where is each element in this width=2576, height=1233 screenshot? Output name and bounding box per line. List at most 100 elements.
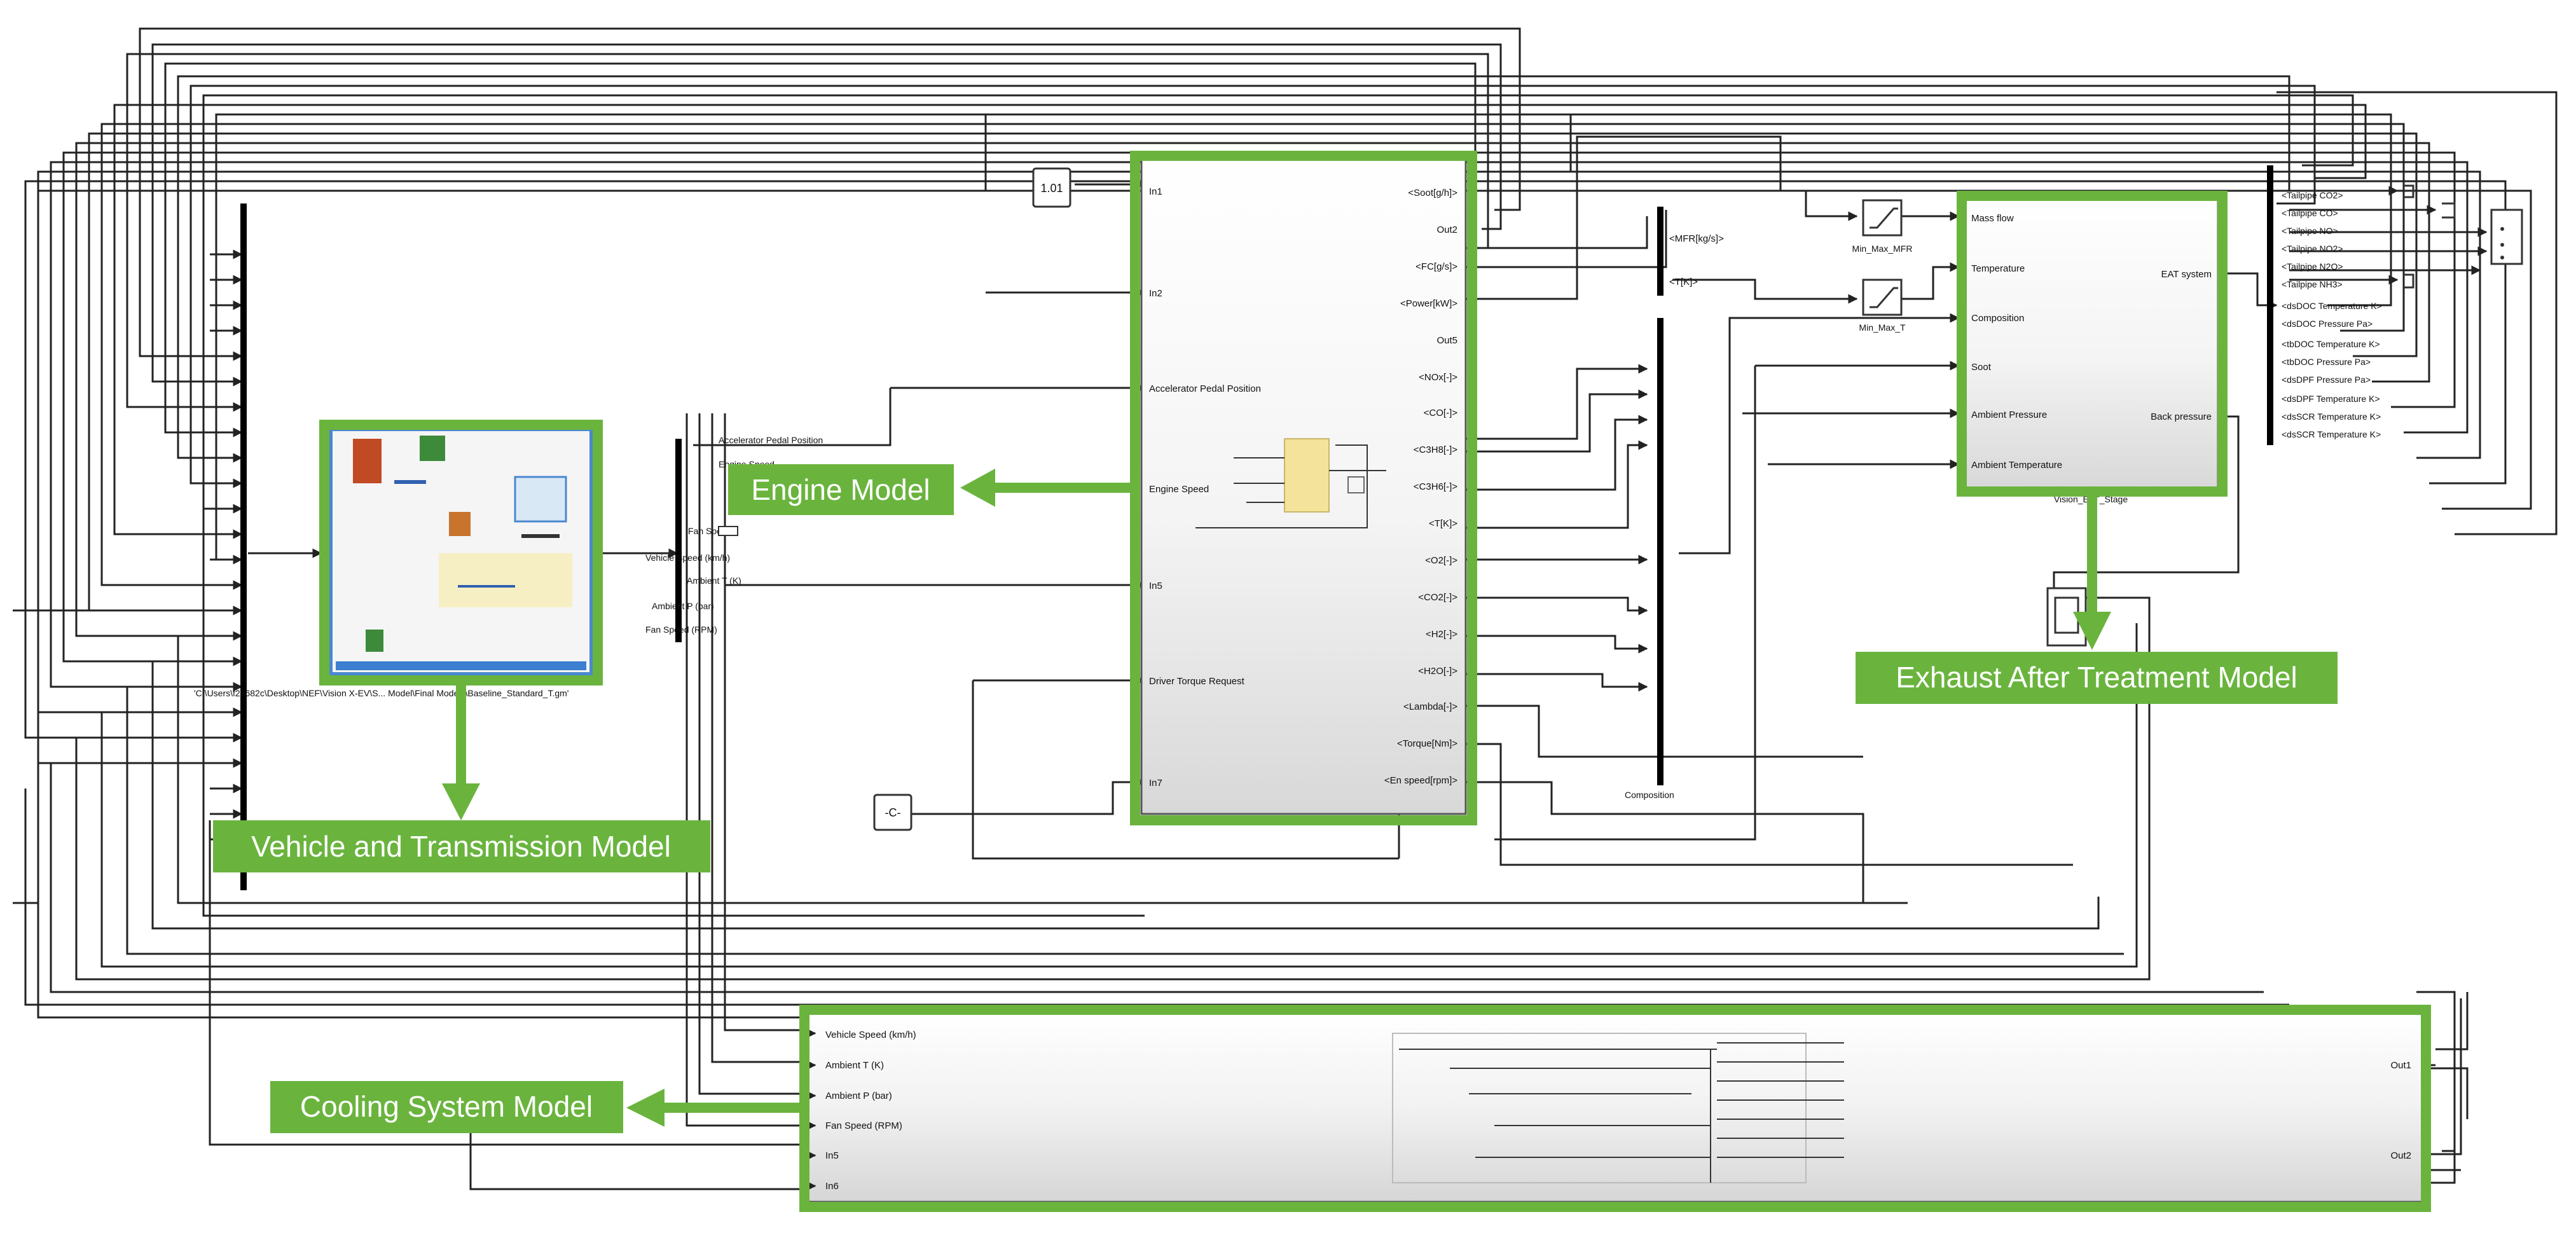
port-label: In2 — [1149, 288, 1162, 299]
port-label: <CO[-]> — [1424, 408, 1458, 418]
terminator-blocks[interactable] — [2404, 184, 2456, 289]
bus-label: Ambient P (bar) — [652, 601, 714, 611]
eat-output-signals: <Tailpipe CO2> <Tailpipe CO> <Tailpipe N… — [2282, 190, 2382, 439]
exhaust-callout: Exhaust After Treatment Model — [1856, 492, 2338, 704]
callout-label: Exhaust After Treatment Model — [1896, 661, 2297, 694]
constant-value: -C- — [885, 806, 901, 819]
constant-1-01[interactable]: 1.01 — [1032, 167, 1071, 208]
vehicle-input-arrows — [210, 249, 322, 844]
mfr-bus-selector[interactable] — [1657, 207, 1663, 296]
port-label: Ambient P (bar) — [825, 1091, 892, 1101]
port-label: Mass flow — [1971, 213, 2014, 224]
port-label: Out5 — [1436, 335, 1457, 346]
vehicle-subsystem-icon — [353, 439, 382, 483]
signal-label: <Tailpipe CO> — [2282, 208, 2338, 218]
port-label: Vehicle Speed (km/h) — [825, 1030, 916, 1040]
port-label: <En speed[rpm]> — [1384, 775, 1457, 786]
vehicle-transmission-block[interactable] — [329, 427, 593, 676]
port-label: In5 — [1149, 581, 1162, 591]
eat-output-bus[interactable] — [2267, 165, 2273, 445]
vehicle-callout: Vehicle and Transmission Model — [213, 680, 710, 872]
truck-icon — [514, 476, 567, 523]
port-label: Ambient Temperature — [1971, 460, 2062, 471]
output-mux-block[interactable] — [2490, 209, 2523, 265]
port-label: Soot — [1971, 362, 1992, 373]
port-label: <NOx[-]> — [1419, 372, 1457, 383]
port-label: <T[K]> — [1429, 518, 1457, 529]
port-label: Ambient Pressure — [1971, 410, 2047, 420]
constant-c[interactable]: -C- — [873, 794, 913, 831]
bus-label: Fan Speed (RPM) — [645, 624, 717, 635]
port-label: Ambient T (K) — [825, 1060, 884, 1071]
port-label: <Torque[Nm]> — [1397, 738, 1457, 749]
bus-label: Accelerator Pedal Position — [719, 435, 823, 445]
gearbox-area — [439, 553, 572, 607]
signal-label: <Tailpipe CO2> — [2282, 190, 2343, 200]
eat-block[interactable] — [1962, 196, 2219, 491]
port-label: <CO2[-]> — [1418, 592, 1457, 603]
port-label: <O2[-]> — [1425, 555, 1457, 566]
composition-mux[interactable] — [1657, 318, 1663, 785]
vehicle-output-demux[interactable] — [675, 439, 682, 642]
port-label: Out2 — [2390, 1150, 2411, 1161]
vehicle-subsystem-icon — [420, 436, 445, 461]
callout-label: Vehicle and Transmission Model — [251, 830, 671, 863]
port-label: In7 — [1149, 778, 1162, 789]
port-label: <H2[-]> — [1426, 629, 1457, 640]
signal-label: <dsDPF Temperature K> — [2282, 394, 2380, 404]
composition-label: Composition — [1625, 790, 1674, 800]
saturation-mfr[interactable]: Min_Max_MFR — [1852, 199, 1913, 254]
signal-label: <Tailpipe N2O> — [2282, 261, 2343, 272]
port-label: Composition — [1971, 313, 2024, 324]
port-label: Out1 — [2390, 1060, 2411, 1071]
engine-callout: Engine Model — [728, 464, 1135, 515]
engine-input-ports: In1 In2 Accelerator Pedal Position Engin… — [1149, 186, 1261, 789]
constant-value: 1.01 — [1040, 182, 1063, 195]
port-label: EAT system — [2161, 269, 2212, 280]
port-label: Driver Torque Request — [1149, 676, 1245, 687]
cooling-subsystem-preview — [1392, 1033, 1807, 1183]
signal-label: <dsDPF Pressure Pa> — [2282, 375, 2371, 385]
port-label: <C3H8[-]> — [1414, 444, 1457, 455]
engine-subsystem-preview — [1284, 438, 1330, 513]
port-label: <FC[g/s]> — [1415, 261, 1457, 272]
cooling-block[interactable] — [806, 1010, 2424, 1203]
bus-label: Vehicle Speed (km/h) — [645, 553, 730, 563]
port-label: Out2 — [1436, 224, 1457, 235]
port-label: In1 — [1149, 186, 1162, 197]
bus-label: <T[K]> — [1669, 277, 1698, 287]
signal-label: <Tailpipe NO> — [2282, 226, 2338, 236]
saturation-t[interactable]: Min_Max_T — [1859, 279, 1906, 333]
cooling-ports: Vehicle Speed (km/h) Ambient T (K) Ambie… — [802, 1028, 2411, 1192]
engine-output-ports: <Soot[g/h]> Out2 <FC[g/s]> <Power[kW]> O… — [1384, 188, 1457, 786]
port-label: In5 — [825, 1150, 839, 1161]
callout-label: Engine Model — [751, 473, 930, 506]
bus-label: Ambient T (K) — [687, 575, 741, 586]
port-label: <Power[kW]> — [1400, 298, 1457, 309]
port-label: <Lambda[-]> — [1403, 701, 1457, 712]
vehicle-input-mux[interactable] — [240, 203, 247, 890]
port-label: <H2O[-]> — [1418, 666, 1457, 677]
vehicle-model-path: 'C:\Users\f28682c\Desktop\NEF\Vision X-E… — [194, 688, 568, 698]
signal-label: <Tailpipe NO2> — [2282, 244, 2343, 254]
port-label: Temperature — [1971, 263, 2025, 274]
signal-label: <dsSCR Temperature K> — [2282, 429, 2381, 439]
callout-label: Cooling System Model — [300, 1090, 593, 1123]
port-label: Engine Speed — [1149, 484, 1209, 495]
engine-block[interactable] — [1140, 158, 1467, 815]
signal-label: <dsSCR Temperature K> — [2282, 411, 2381, 422]
port-label: In6 — [825, 1181, 839, 1192]
cooling-callout: Cooling System Model — [270, 1081, 804, 1133]
block-name: Min_Max_MFR — [1852, 244, 1913, 254]
port-label: Back pressure — [2151, 411, 2212, 422]
port-label: Accelerator Pedal Position — [1149, 383, 1261, 394]
port-label: <Soot[g/h]> — [1408, 188, 1457, 198]
signal-label: <tbDOC Temperature K> — [2282, 339, 2380, 349]
port-label: <C3H6[-]> — [1414, 481, 1457, 492]
signal-label: <dsDOC Temperature K> — [2282, 301, 2382, 311]
port-label: Fan Speed (RPM) — [825, 1120, 902, 1131]
block-name: Min_Max_T — [1859, 322, 1906, 333]
signal-label: <tbDOC Pressure Pa> — [2282, 357, 2371, 367]
signal-label: <Tailpipe NH3> — [2282, 279, 2343, 289]
